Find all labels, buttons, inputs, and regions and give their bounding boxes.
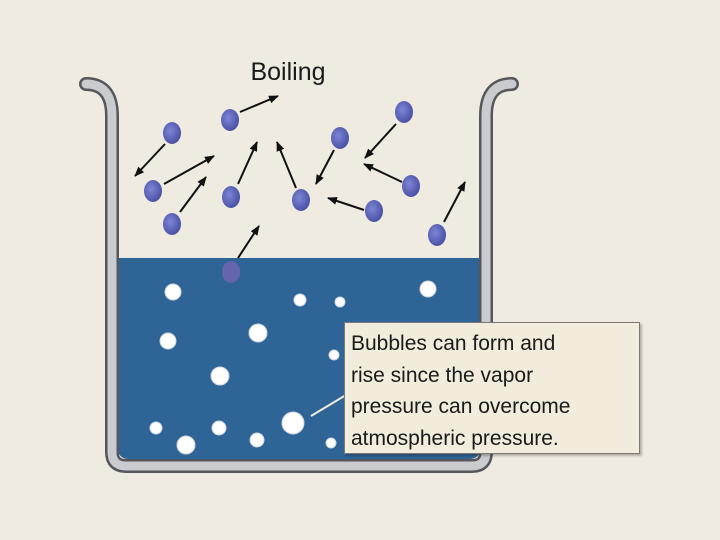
bubble — [335, 297, 345, 307]
callout-line: pressure can overcome — [351, 391, 633, 423]
bubble — [212, 421, 226, 435]
bubble — [165, 284, 181, 300]
molecule — [402, 175, 420, 197]
arrow — [164, 156, 214, 184]
molecule — [365, 200, 383, 222]
molecule — [331, 127, 349, 149]
vapor-molecules — [144, 101, 446, 283]
molecule — [144, 180, 162, 202]
callout-line: atmospheric pressure. — [351, 423, 633, 455]
molecule — [222, 186, 240, 208]
bubble — [249, 324, 267, 342]
arrow — [316, 150, 334, 184]
arrow — [240, 96, 278, 112]
arrow — [238, 142, 257, 184]
bubble — [282, 412, 304, 434]
molecule — [395, 101, 413, 123]
arrow — [365, 124, 396, 158]
arrow — [238, 226, 259, 258]
bubble — [250, 433, 264, 447]
bubble — [294, 294, 306, 306]
explanation-callout: Bubbles can form and rise since the vapo… — [344, 322, 640, 454]
arrow — [277, 142, 296, 188]
bubble — [329, 350, 339, 360]
arrow — [444, 182, 465, 222]
bubble — [160, 333, 176, 349]
bubble — [326, 438, 336, 448]
arrow — [180, 177, 206, 212]
bubble — [150, 422, 162, 434]
callout-line: rise since the vapor — [351, 360, 633, 392]
bubble — [177, 436, 195, 454]
molecule — [428, 224, 446, 246]
molecule — [163, 122, 181, 144]
molecule — [221, 109, 239, 131]
molecule — [292, 189, 310, 211]
molecule — [163, 213, 181, 235]
bubble — [211, 367, 229, 385]
arrow — [364, 164, 402, 182]
callout-line: Bubbles can form and — [351, 328, 633, 360]
molecule-emerging — [222, 261, 240, 283]
diagram-title: Boiling — [0, 58, 576, 87]
bubble — [420, 281, 436, 297]
arrow — [135, 144, 165, 176]
arrow — [328, 198, 364, 210]
